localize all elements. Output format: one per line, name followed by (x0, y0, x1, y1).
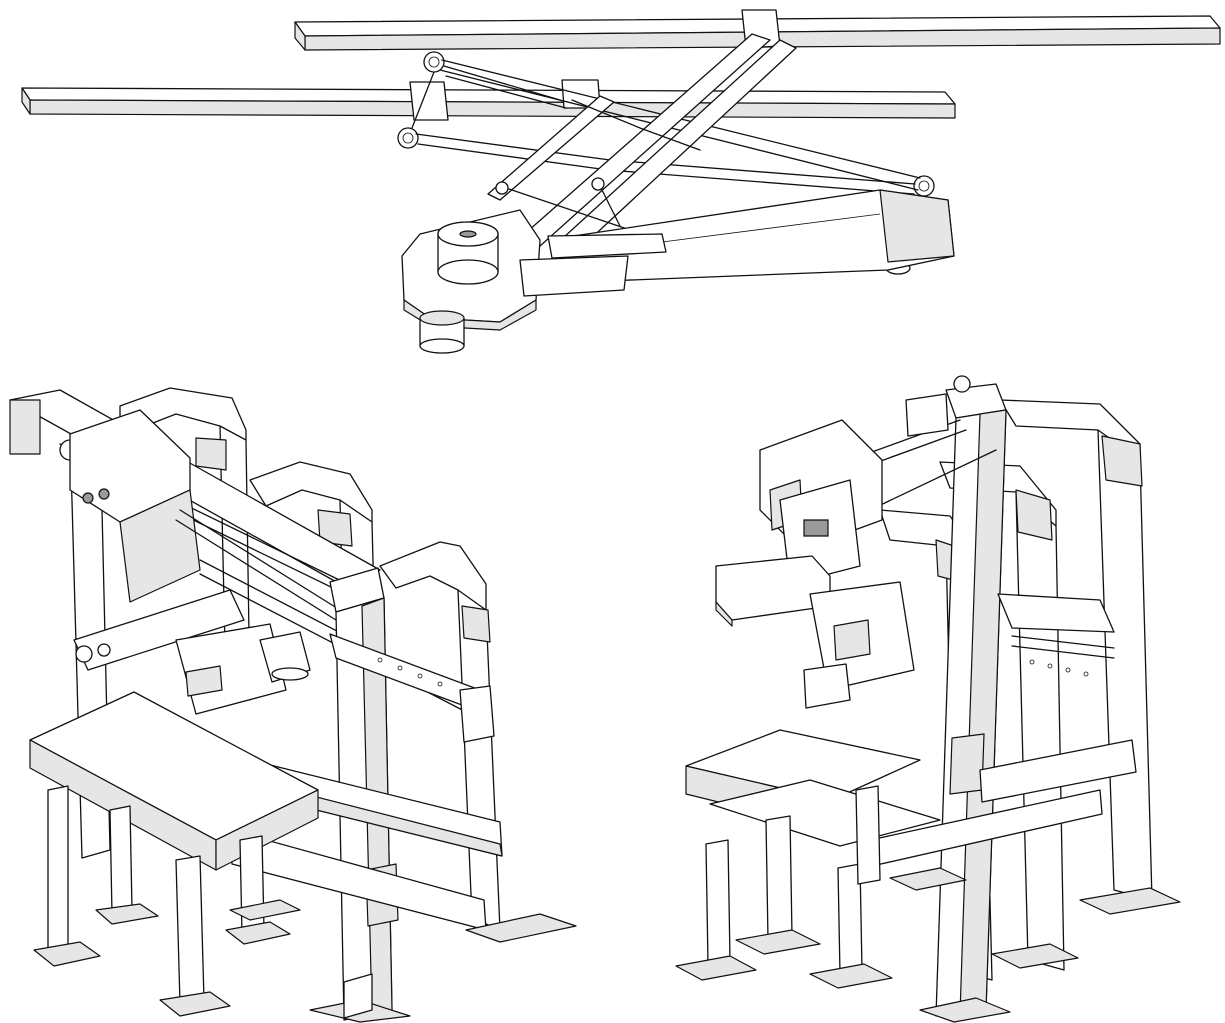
pivot-joint-lower (398, 128, 418, 148)
connecting-links (412, 60, 920, 194)
work-table-right (686, 730, 940, 846)
left-isometric-view (0, 370, 600, 1023)
tool-head-right (804, 582, 914, 708)
legs-and-feet-right (676, 786, 1180, 1022)
top-side-beam (10, 390, 380, 606)
front-main-column-right (936, 376, 1006, 1016)
work-table-top (30, 692, 318, 870)
swing-arm-right (716, 556, 830, 626)
right-isometric-view (620, 370, 1225, 1023)
clamp-crossbar (548, 234, 666, 258)
slotted-rail (330, 634, 494, 742)
carriage-plate (70, 410, 200, 602)
spindle-cylinder (438, 222, 498, 284)
frame-foot-plates (230, 900, 576, 1022)
swing-arm-left (74, 590, 244, 670)
actuator-rods (496, 178, 660, 240)
portal-frame-back-right (1000, 400, 1152, 900)
top-linkage-view (0, 0, 1225, 360)
rail-carriage-left (410, 82, 448, 120)
side-cylinder-assembly (998, 594, 1114, 676)
overhead-rail-front (22, 88, 955, 118)
pivot-joint-upper (424, 52, 444, 72)
tool-head-left (176, 624, 310, 714)
tool-spindle-nose (420, 311, 464, 353)
table-legs (34, 786, 290, 1016)
